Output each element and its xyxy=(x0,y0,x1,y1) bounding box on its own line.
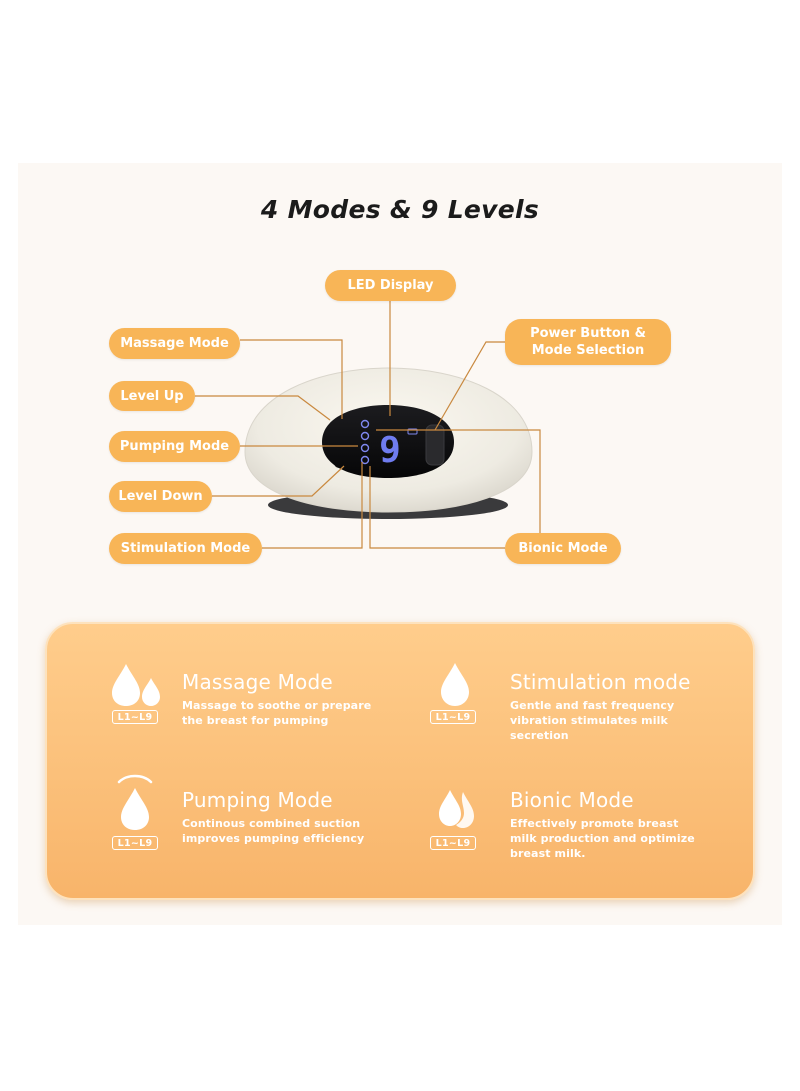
callout-bionic-mode: Bionic Mode xyxy=(505,533,621,564)
callout-level-down: Level Down xyxy=(109,481,212,512)
line-bionic-bracket xyxy=(376,429,541,533)
feature-desc-stimulation-line2: vibration stimulates milk xyxy=(510,714,668,727)
power-button xyxy=(425,424,445,466)
battery-icon xyxy=(407,428,418,435)
callout-pumping-mode: Pumping Mode xyxy=(109,431,240,462)
feature-desc-stimulation-line3: secretion xyxy=(510,729,569,742)
callout-power-line1: Power Button & xyxy=(530,326,646,341)
massage-indicator-icon xyxy=(360,419,370,429)
two-drops-icon xyxy=(112,664,160,706)
page-title: 4 Modes & 9 Levels xyxy=(260,195,540,224)
bionic-indicator-icon xyxy=(360,455,370,465)
line-power-button xyxy=(434,341,505,431)
callout-led-display-label: LED Display xyxy=(347,278,434,293)
callout-bionic-mode-label: Bionic Mode xyxy=(518,541,608,556)
feature-desc-pumping-line1: Continous combined suction xyxy=(182,817,361,830)
feature-desc-massage-line1: Massage to soothe or prepare xyxy=(182,699,372,712)
feature-name-massage: Massage Mode xyxy=(182,670,333,694)
callout-stimulation-mode: Stimulation Mode xyxy=(109,533,262,564)
feature-desc-bionic-line3: breast milk. xyxy=(510,847,586,860)
callout-massage-mode: Massage Mode xyxy=(109,328,240,359)
callout-power-button: Power Button & Mode Selection xyxy=(505,319,671,365)
callout-pumping-mode-label: Pumping Mode xyxy=(119,439,230,454)
led-screen xyxy=(322,405,454,478)
line-level-down xyxy=(212,465,345,497)
display-digit: 9 xyxy=(379,430,401,471)
feature-desc-bionic: Effectively promote breast milk producti… xyxy=(510,816,730,861)
feature-desc-bionic-line2: milk production and optimize xyxy=(510,832,695,845)
feature-desc-pumping-line2: improves pumping efficiency xyxy=(182,832,365,845)
feature-desc-stimulation-line1: Gentle and fast frequency xyxy=(510,699,675,712)
stimulation-indicator-icon xyxy=(360,443,370,453)
feature-name-pumping: Pumping Mode xyxy=(182,788,333,812)
feature-desc-massage: Massage to soothe or prepare the breast … xyxy=(182,698,402,728)
level-badge-massage: L1~L9 xyxy=(112,710,158,724)
callout-massage-mode-label: Massage Mode xyxy=(120,336,229,351)
callout-stimulation-mode-label: Stimulation Mode xyxy=(120,541,251,556)
feature-name-stimulation: Stimulation mode xyxy=(510,670,691,694)
callout-level-up: Level Up xyxy=(109,381,195,411)
pumping-indicator-icon xyxy=(360,431,370,441)
double-drop-icon xyxy=(439,790,474,828)
line-stimulation-mode xyxy=(262,462,363,549)
callout-power-line2: Mode Selection xyxy=(531,343,645,358)
line-level-up xyxy=(195,395,331,421)
level-badge-pumping: L1~L9 xyxy=(112,836,158,850)
feature-desc-stimulation: Gentle and fast frequency vibration stim… xyxy=(510,698,730,743)
feature-desc-massage-line2: the breast for pumping xyxy=(182,714,329,727)
feature-desc-pumping: Continous combined suction improves pump… xyxy=(182,816,402,846)
suction-drop-icon xyxy=(117,774,153,830)
level-badge-stimulation: L1~L9 xyxy=(430,710,476,724)
feature-desc-bionic-line1: Effectively promote breast xyxy=(510,817,679,830)
level-badge-bionic: L1~L9 xyxy=(430,836,476,850)
feature-name-bionic: Bionic Mode xyxy=(510,788,634,812)
modes-card xyxy=(45,622,755,900)
callout-level-down-label: Level Down xyxy=(118,489,203,504)
line-massage-mode xyxy=(240,339,343,419)
drop-icon xyxy=(441,663,469,706)
callout-led-display: LED Display xyxy=(325,270,456,301)
line-bionic-mode xyxy=(369,466,505,549)
callout-level-up-label: Level Up xyxy=(120,388,184,404)
